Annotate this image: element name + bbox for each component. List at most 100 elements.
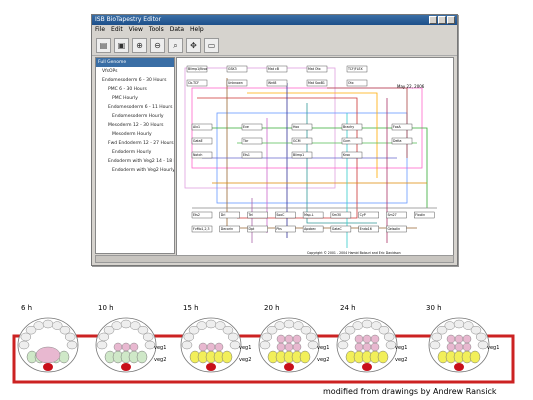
- gene-label: Tbr: [242, 139, 249, 143]
- gene-node-box[interactable]: [275, 225, 296, 233]
- save-icon[interactable]: ▣: [114, 37, 129, 53]
- tree-item[interactable]: PMC 6 - 30 Hours: [108, 87, 147, 92]
- tree-item[interactable]: Fwd Endoderm 12 - 27 Hours: [108, 141, 174, 146]
- tree-item[interactable]: Mesoderm 12 - 30 Hours: [108, 123, 164, 128]
- gene-node-box[interactable]: [275, 211, 296, 219]
- minimize-button[interactable]: [429, 16, 437, 24]
- gene-node-box[interactable]: [191, 151, 213, 159]
- gene-node-box[interactable]: [358, 211, 379, 219]
- gene-node-box[interactable]: [386, 211, 407, 219]
- ectoderm-cell: [129, 321, 141, 330]
- vegetal-cell: [453, 350, 465, 364]
- gene-node-box[interactable]: [386, 225, 407, 233]
- vegetal-cell: [136, 350, 148, 364]
- micromere-cell: [362, 363, 372, 371]
- menu-edit[interactable]: Edit: [111, 26, 123, 33]
- gene-node-box[interactable]: [191, 137, 213, 145]
- tree-item[interactable]: Full Genome: [96, 58, 174, 67]
- gene-node-box[interactable]: [191, 211, 213, 219]
- gene-node-box[interactable]: [291, 137, 313, 145]
- gene-node-box[interactable]: [341, 137, 363, 145]
- gene-node-box[interactable]: [241, 123, 263, 131]
- tree-item[interactable]: Endoderm with Veg2 Hourly: [112, 168, 175, 173]
- ectoderm-cell: [64, 332, 76, 342]
- ectoderm-cell: [383, 332, 395, 342]
- ectoderm-cell: [453, 319, 465, 329]
- gene-node-box[interactable]: [247, 225, 268, 233]
- gene-node-box[interactable]: [191, 123, 213, 131]
- zoom-out-icon[interactable]: ⊖: [150, 37, 165, 53]
- gene-label: Ets2: [193, 213, 200, 217]
- gene-node-box[interactable]: [330, 211, 352, 219]
- pan-icon[interactable]: ✥: [186, 37, 201, 53]
- gene-node-box[interactable]: [391, 137, 413, 145]
- tree-item[interactable]: Endomesoderm 6 - 30 Hours: [102, 78, 167, 83]
- ectoderm-cell: [385, 340, 397, 350]
- gene-node-box[interactable]: [346, 79, 368, 87]
- zoom-in-icon[interactable]: ⊕: [132, 37, 147, 53]
- veg-label: veg1: [487, 345, 499, 351]
- menu-tools[interactable]: Tools: [148, 26, 164, 33]
- zoom-fit-icon[interactable]: ⌕: [168, 37, 183, 53]
- gene-node-box[interactable]: [247, 211, 268, 219]
- stage-label-10h: 10 h: [98, 304, 114, 312]
- vegetal-cell: [205, 350, 217, 364]
- mesoderm-cell: [362, 334, 372, 344]
- select-icon[interactable]: ▭: [204, 37, 219, 53]
- gene-node-box[interactable]: [191, 225, 213, 233]
- gene-node-box[interactable]: [266, 79, 288, 87]
- gene-node-box[interactable]: [346, 65, 368, 73]
- gene-label: Apobec: [304, 227, 316, 231]
- close-button[interactable]: [447, 16, 455, 24]
- tree-item[interactable]: VfsOPs: [102, 69, 118, 74]
- gene-node-box[interactable]: [219, 225, 240, 233]
- tree-item[interactable]: PMC Hourly: [112, 96, 138, 101]
- menu-help[interactable]: Help: [190, 26, 204, 33]
- mesoderm-cell: [206, 342, 216, 352]
- gene-node-box[interactable]: [341, 151, 363, 159]
- gene-label: Cb-TCF: [188, 81, 199, 85]
- gene-label: Ficolin: [415, 213, 425, 217]
- gene-node-box[interactable]: [186, 65, 208, 73]
- gene-node-box[interactable]: [302, 225, 324, 233]
- tree-item[interactable]: Mesoderm Hourly: [112, 132, 152, 137]
- mesoderm-cell: [214, 342, 224, 352]
- gene-node-box[interactable]: [291, 123, 313, 131]
- menu-data[interactable]: Data: [169, 26, 185, 33]
- gene-node-box[interactable]: [358, 225, 379, 233]
- gene-label: Sm30: [332, 213, 341, 217]
- gene-node-box[interactable]: [226, 79, 248, 87]
- mesoderm-cell: [462, 334, 472, 344]
- tree-item[interactable]: Endomesoderm 6 - 11 Hours: [108, 105, 173, 110]
- gene-node-box[interactable]: [414, 211, 435, 219]
- mesoderm-cell: [354, 342, 364, 352]
- gene-node-box[interactable]: [291, 151, 313, 159]
- maximize-button[interactable]: [438, 16, 446, 24]
- gene-node-box[interactable]: [341, 123, 363, 131]
- gene-label: Ets1: [243, 153, 250, 157]
- vegetal-cell: [34, 350, 46, 364]
- gene-node-box[interactable]: [306, 65, 328, 73]
- menu-file[interactable]: File: [95, 26, 106, 33]
- gene-node-box[interactable]: [226, 65, 248, 73]
- gene-node-box[interactable]: [330, 225, 352, 233]
- open-icon[interactable]: ▤: [96, 37, 111, 53]
- tree-item[interactable]: Endoderm with Veg2 14 - 18 Hours: [108, 159, 174, 164]
- gene-node-box[interactable]: [266, 65, 288, 73]
- menu-view[interactable]: View: [128, 26, 143, 33]
- gene-node-box[interactable]: [306, 79, 328, 87]
- gene-node-box[interactable]: [219, 211, 240, 219]
- ectoderm-cell: [266, 325, 278, 335]
- gene-node-box[interactable]: [391, 123, 413, 131]
- gene-label: Tel: [248, 213, 253, 217]
- vegetal-cell: [461, 350, 473, 364]
- gene-node-box[interactable]: [241, 151, 263, 159]
- ectoderm-cell: [142, 332, 154, 342]
- gene-node-box[interactable]: [241, 137, 263, 145]
- tree-item[interactable]: Endomesoderm Hourly: [112, 114, 164, 119]
- gene-node-box[interactable]: [186, 79, 208, 87]
- tree-item[interactable]: Endoderm Hourly: [112, 150, 152, 155]
- gene-node-box[interactable]: [302, 211, 324, 219]
- horizontal-scrollbar[interactable]: [95, 255, 454, 263]
